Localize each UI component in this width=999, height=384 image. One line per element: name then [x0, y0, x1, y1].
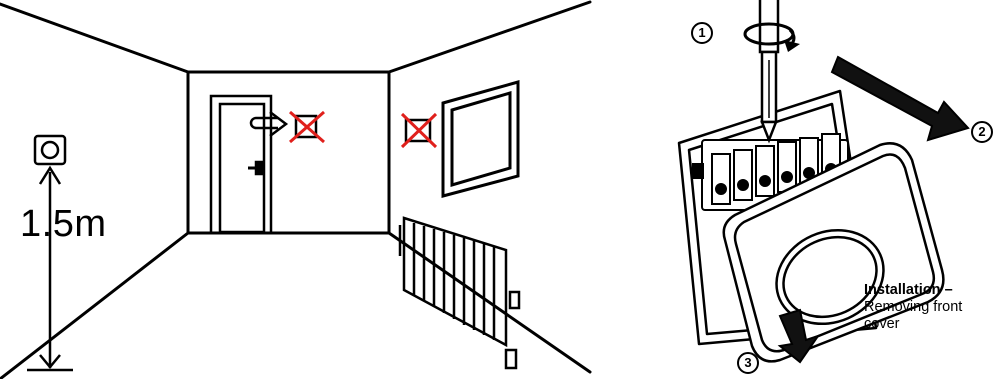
ceiling-left-edge [0, 2, 190, 74]
thermostat-icon [722, 142, 945, 363]
arrow-down-icon [777, 308, 821, 364]
caption-title: Installation – [864, 282, 953, 298]
cross-icon [400, 112, 438, 149]
cross-icon [289, 110, 325, 144]
arrow-up-icon [27, 165, 73, 372]
terminal-block [692, 133, 849, 211]
radiator-icon [398, 216, 521, 370]
step-3-marker: 3 [737, 352, 759, 374]
step-1-marker: 1 [691, 22, 713, 44]
floor-left-edge [0, 231, 190, 381]
step-2-marker: 2 [971, 121, 993, 143]
back-wall [186, 70, 391, 235]
installation-caption: Installation – Removing front cover [864, 282, 994, 333]
ceiling-right-edge [387, 0, 592, 74]
thermostat-icon [33, 134, 67, 166]
rotate-arrow-icon [743, 22, 800, 52]
picture-frame-icon [441, 80, 520, 198]
screwdriver-icon [758, 0, 780, 144]
floor-right-edge [387, 231, 592, 374]
door-icon [209, 94, 273, 235]
draught-arrow-icon [249, 111, 289, 137]
room-illustration [0, 0, 592, 381]
arrow-right-icon [830, 55, 970, 142]
caption-body: Removing front cover [864, 299, 963, 332]
height-label: 1.5m [20, 203, 107, 245]
